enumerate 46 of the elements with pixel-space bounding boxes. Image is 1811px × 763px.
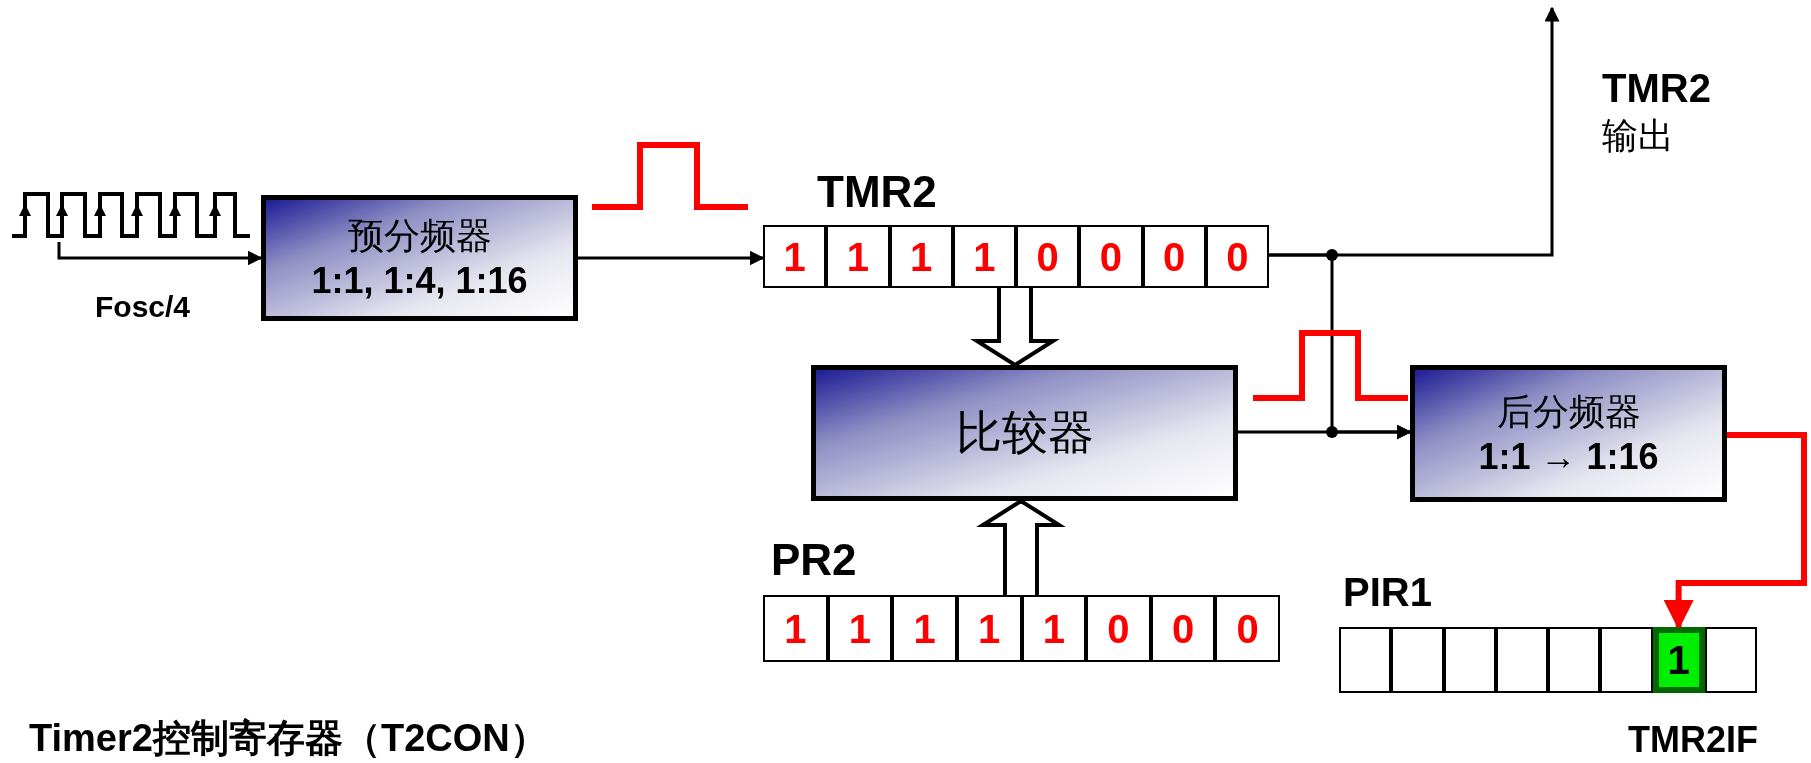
arrow	[57, 242, 263, 266]
register-bit-cell: 1	[827, 595, 893, 662]
ratio-text: 1:1 → 1:16	[1478, 434, 1659, 479]
bit-name: Fosc/4	[95, 290, 191, 323]
block-title: 比较器	[955, 404, 1094, 462]
hollow-arrow	[970, 286, 1060, 368]
bit-name: TMR2IF	[1628, 720, 1758, 760]
ratio-text: 1:1, 1:4, 1:16	[311, 259, 528, 303]
register-bit-cell: 0	[1205, 225, 1269, 288]
register-bit-cell	[1495, 627, 1548, 693]
register-bit-cell: 1	[826, 225, 890, 288]
register-bit-cell	[1443, 627, 1496, 693]
register-bit-cell	[1704, 627, 1757, 693]
register-bit-cell: 1	[956, 595, 1022, 662]
arrow	[578, 250, 765, 266]
register-name: TMR2	[817, 168, 937, 217]
comparator-block	[811, 365, 1238, 501]
register-name: PR2	[771, 536, 857, 585]
block-title: 后分频器	[1496, 389, 1641, 434]
arrow	[1269, 253, 1412, 440]
register-bit-cell: 1	[763, 225, 827, 288]
flag-bit-cell: 1	[1652, 627, 1705, 693]
register-bit-cell: 0	[1086, 595, 1151, 662]
register-bit-cell: 1	[889, 225, 953, 288]
block-title: 预分频器	[347, 214, 492, 258]
output-label: 输出	[1602, 116, 1674, 156]
register-bit-cell	[1548, 627, 1601, 693]
hollow-arrow	[976, 498, 1066, 597]
arrow	[1663, 432, 1807, 630]
register-bit-cell: 1	[763, 595, 828, 662]
register-name: PIR1	[1343, 570, 1432, 614]
register-bit-cell	[1391, 627, 1444, 693]
register-bit-cell	[1339, 627, 1392, 693]
register-bit-cell: 0	[1215, 595, 1280, 662]
prescaler-block	[261, 195, 578, 321]
register-bit-cell: 1	[1021, 595, 1087, 662]
register-bit-cell: 1	[892, 595, 957, 662]
register-bit-cell	[1600, 627, 1653, 693]
postscaler-block	[1410, 365, 1727, 502]
register-bit-cell: 0	[1016, 225, 1080, 288]
register-bit-cell: 1	[952, 225, 1016, 288]
output-label: TMR2	[1602, 66, 1711, 110]
register-bit-cell: 0	[1150, 595, 1216, 662]
register-bit-cell: 0	[1142, 225, 1206, 288]
register-caption: Timer2控制寄存器（T2CON）	[29, 718, 548, 760]
register-bit-cell: 0	[1079, 225, 1143, 288]
